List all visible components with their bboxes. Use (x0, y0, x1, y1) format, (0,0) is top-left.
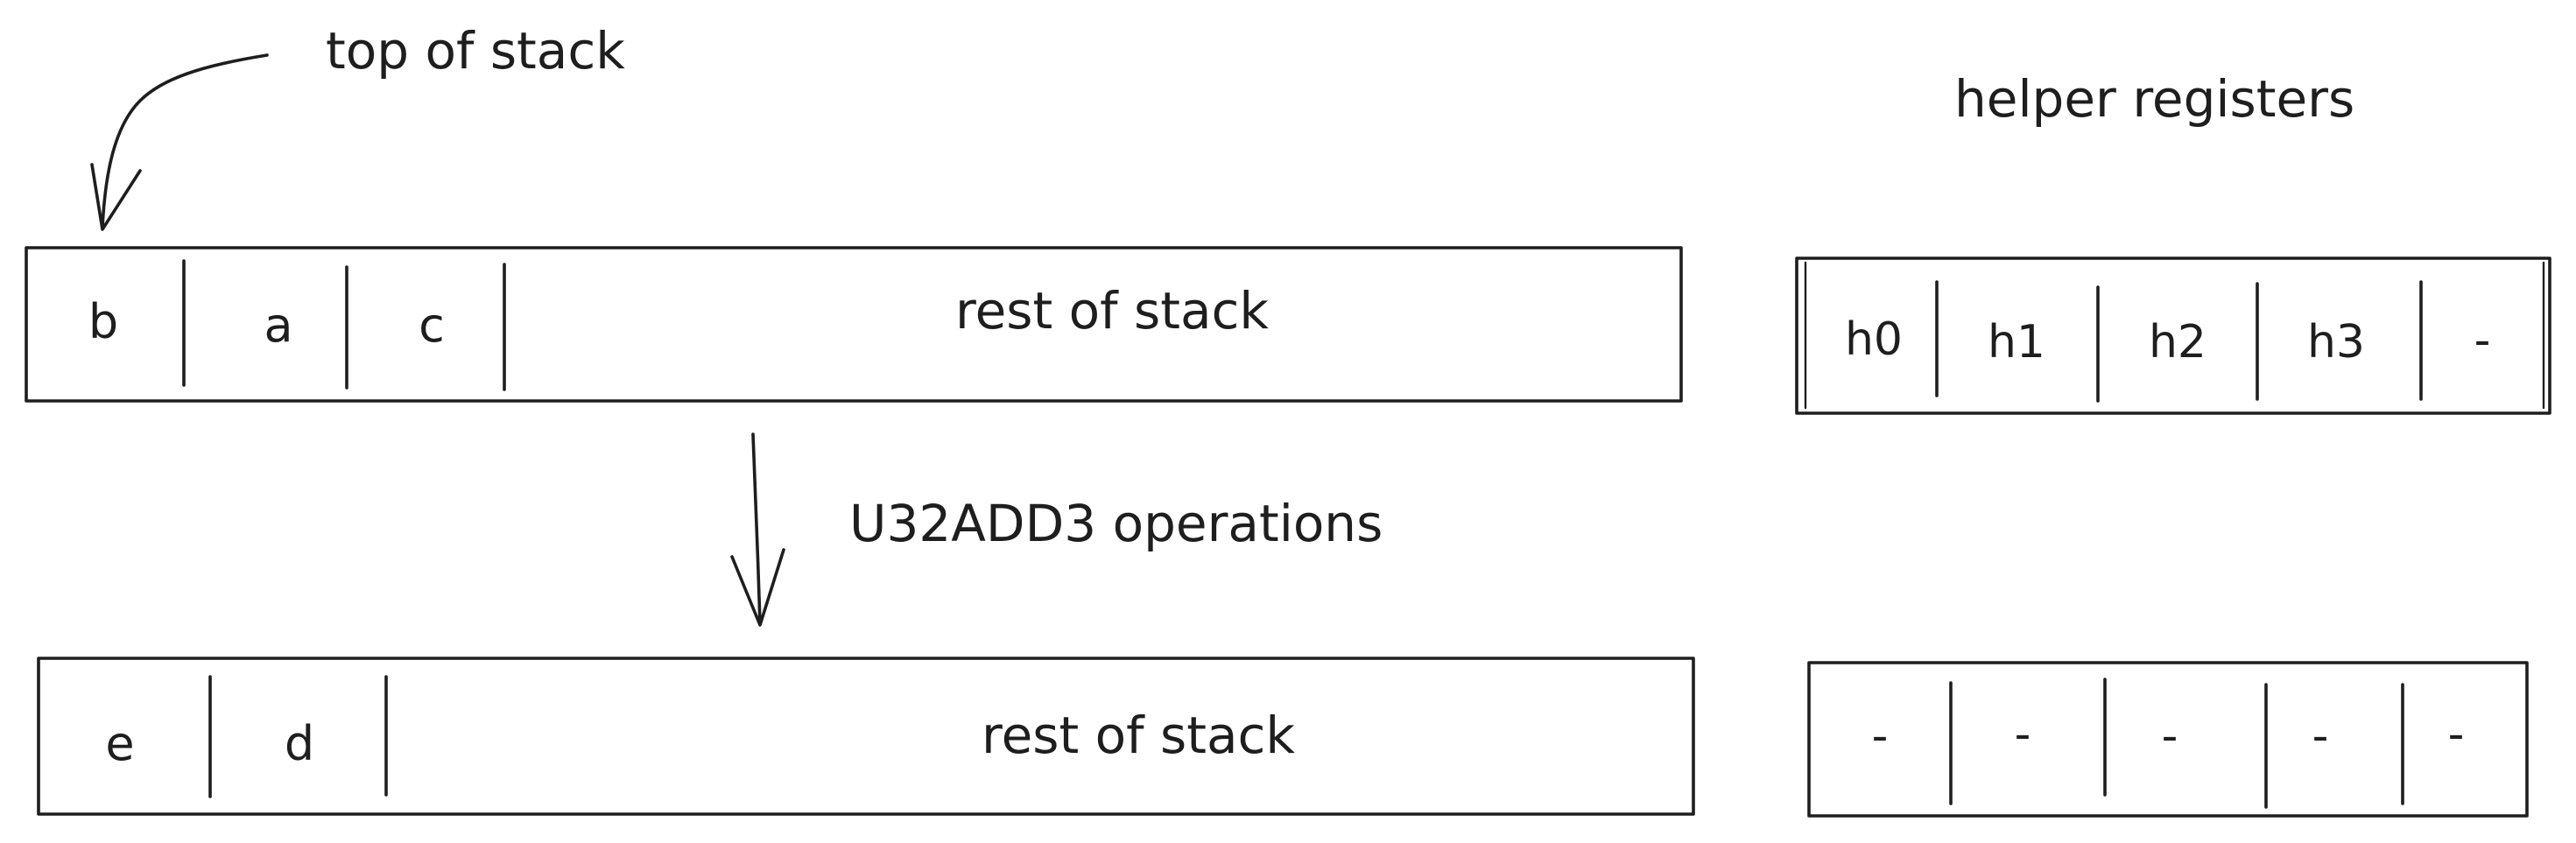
top-of-stack-arrow-icon (101, 53, 269, 229)
helpers-before-cell: h2 (2149, 316, 2206, 369)
helpers-after-cell: - (2312, 710, 2329, 762)
operation-arrow-icon (751, 432, 762, 625)
stack-after-rest: rest of stack (982, 706, 1295, 765)
stack-before-frame (25, 246, 1683, 403)
stack-before: b a c rest of stack (25, 246, 1683, 403)
helpers-after-cell: - (2448, 708, 2465, 761)
operation-label: U32ADD3 operations (849, 494, 1383, 553)
top-of-stack-arrowhead-icon (90, 163, 142, 231)
helper-registers-label: helper registers (1954, 69, 2354, 129)
stack-after-cell: e (105, 716, 134, 771)
stack-after: e d rest of stack (37, 657, 1695, 816)
helpers-before-cell: h0 (1845, 313, 1903, 366)
stack-before-cell: b (88, 294, 118, 349)
helpers-after-frame (1807, 661, 2529, 818)
helpers-after-cell: - (1872, 710, 1889, 762)
helpers-after: - - - - - (1807, 661, 2529, 818)
helpers-before-cell: - (2474, 314, 2491, 367)
helpers-before-cell: h3 (2307, 316, 2365, 369)
operation-arrowhead-icon (730, 548, 785, 627)
helpers-after-cell: - (2162, 710, 2178, 762)
stack-before-cell: c (419, 298, 445, 353)
stack-before-rest: rest of stack (955, 281, 1269, 341)
stack-after-frame (37, 657, 1695, 816)
helpers-before: h0 h1 h2 h3 - (1795, 256, 2551, 415)
helpers-before-cell: h1 (1988, 316, 2045, 369)
helpers-before-frame (1795, 256, 2551, 415)
stack-before-cell: a (264, 298, 292, 353)
stack-after-cell: d (285, 716, 314, 771)
helpers-after-cell: - (2015, 708, 2031, 761)
top-of-stack-label: top of stack (326, 21, 625, 81)
